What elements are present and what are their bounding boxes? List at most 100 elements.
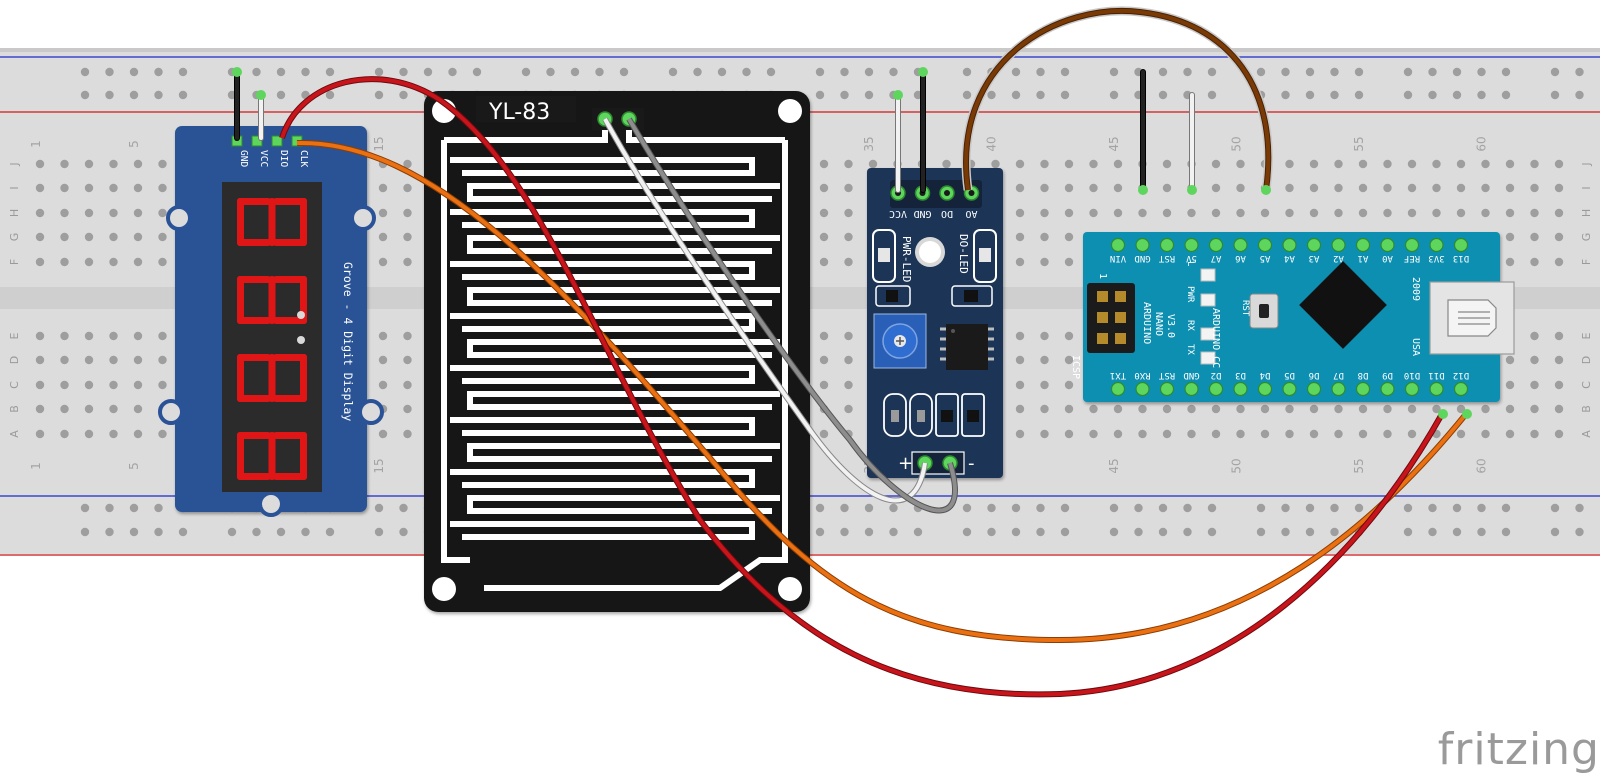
digit-segment [237,198,271,205]
mount-hole [778,99,802,123]
nano-bottom-pin-label: D8 [1358,370,1369,380]
nano-top-pin[interactable] [1282,237,1297,253]
nano-bottom-pin[interactable] [1110,381,1126,397]
digit-segment [268,276,276,324]
nano-bottom-pin-label: D2 [1211,370,1222,380]
column-number: 15 [372,458,386,473]
nano-top-pin[interactable] [1429,237,1444,253]
nano-top-pin[interactable] [1184,237,1199,253]
digit-segment [300,432,307,480]
row-letter: A [8,430,21,438]
nano-top-pin[interactable] [1135,237,1150,253]
display-pin-label: CLK [298,150,309,167]
nano-bottom-pin[interactable] [1233,381,1248,397]
nano-bottom-pin[interactable] [1184,381,1199,397]
icsp-pin[interactable] [1097,312,1108,323]
arduino-nano[interactable]: D133V3REFA0A1A2A3A4A5A6A75VRSTGNDVIND12D… [1070,232,1515,402]
column-number: 60 [1475,136,1489,151]
nano-bottom-pin[interactable] [1306,381,1322,397]
digit-segment [237,432,244,480]
lm393-chip [940,324,994,370]
icsp-pin[interactable] [1097,291,1108,302]
row-letter: G [1580,233,1593,242]
nano-top-pin[interactable] [1453,237,1469,253]
nano-bottom-pin-label: D4 [1260,370,1271,380]
module-pin-label: AO [965,208,977,219]
row-letter: H [8,209,21,217]
row-letter: I [1580,186,1593,189]
wire-white-plate-plus[interactable] [603,118,927,503]
polarity-minus: - [968,453,975,474]
icsp-pin[interactable] [1115,333,1126,344]
digit-segment [273,473,307,480]
nano-led-label: RX [1185,320,1195,331]
nano-top-pin[interactable] [1159,237,1175,253]
wire-brown-ao-a0[interactable] [964,8,1271,191]
atmega-chip [1299,261,1387,349]
nano-bottom-pin[interactable] [1355,381,1371,397]
digit-segment [273,432,307,439]
nano-top-pin-label: REF [1404,253,1420,263]
nano-top-pin-label: VIN [1110,253,1126,263]
nano-country-label: USA [1410,338,1421,356]
nano-top-pin[interactable] [1233,237,1248,253]
display-pin-label: GND [238,150,249,167]
digit-segment [268,354,276,402]
nano-top-pin[interactable] [1257,237,1273,253]
wire-gray-plate-minus[interactable] [627,117,957,513]
digit-segment [268,432,276,480]
nano-bottom-pin[interactable] [1380,381,1395,397]
nano-bottom-pin[interactable] [1404,381,1420,397]
nano-name-line-3: V3.0 [1165,314,1176,338]
nano-top-pin[interactable] [1306,237,1322,253]
module-board [867,168,1003,478]
nano-bottom-pin[interactable] [1453,381,1469,397]
nano-bottom-pin[interactable] [1331,381,1346,397]
digit-segment [273,239,307,246]
digit-segment [237,395,271,402]
nano-top-pin-label: A4 [1284,253,1295,263]
column-number: 50 [1230,136,1244,151]
icsp-pin[interactable] [1097,333,1108,344]
nano-top-pin[interactable] [1380,237,1395,253]
row-letter: J [8,162,21,166]
nano-bottom-pin[interactable] [1208,381,1224,397]
nano-bottom-pin-label: D5 [1284,370,1295,380]
nano-bottom-pin[interactable] [1135,381,1150,397]
nano-top-pin[interactable] [1355,237,1371,253]
nano-bottom-pin[interactable] [1159,381,1175,397]
row-letter: H [1580,209,1593,217]
nano-pins[interactable] [1110,237,1469,397]
wire-red-dio-d11[interactable] [280,77,1444,697]
icsp-header[interactable] [1087,283,1135,353]
nano-bottom-pin-label: D10 [1404,370,1420,380]
seven-segment-digits [237,198,307,480]
column-number: 50 [1230,458,1244,473]
smd-components [883,393,985,437]
mini-usb-connector[interactable] [1429,281,1515,355]
nano-top-pin[interactable] [1331,237,1346,253]
column-number: 35 [862,136,876,151]
potentiometer[interactable] [873,313,927,369]
nano-top-pin-label: RST [1158,253,1175,263]
row-letter: F [8,259,21,265]
display-title: Grove - 4 Digit Display [341,262,355,421]
nano-bottom-pin[interactable] [1429,381,1444,397]
icsp-pin[interactable] [1115,291,1126,302]
reset-button[interactable] [1249,293,1279,329]
mount-hole [432,577,456,601]
nano-bottom-pin-label: D3 [1235,370,1246,380]
nano-top-pin[interactable] [1404,237,1420,253]
wire-orange-clk-d10[interactable] [296,140,1468,643]
icsp-pin[interactable] [1115,312,1126,323]
nano-top-pin-label: 5V [1186,253,1197,263]
display-pin-label: DIO [278,150,289,167]
nano-bottom-pin-label: D6 [1309,370,1320,380]
nano-top-pin[interactable] [1208,237,1224,253]
nano-top-pin[interactable] [1110,237,1126,253]
nano-bottom-pin[interactable] [1257,381,1273,397]
nano-bottom-pin[interactable] [1282,381,1297,397]
